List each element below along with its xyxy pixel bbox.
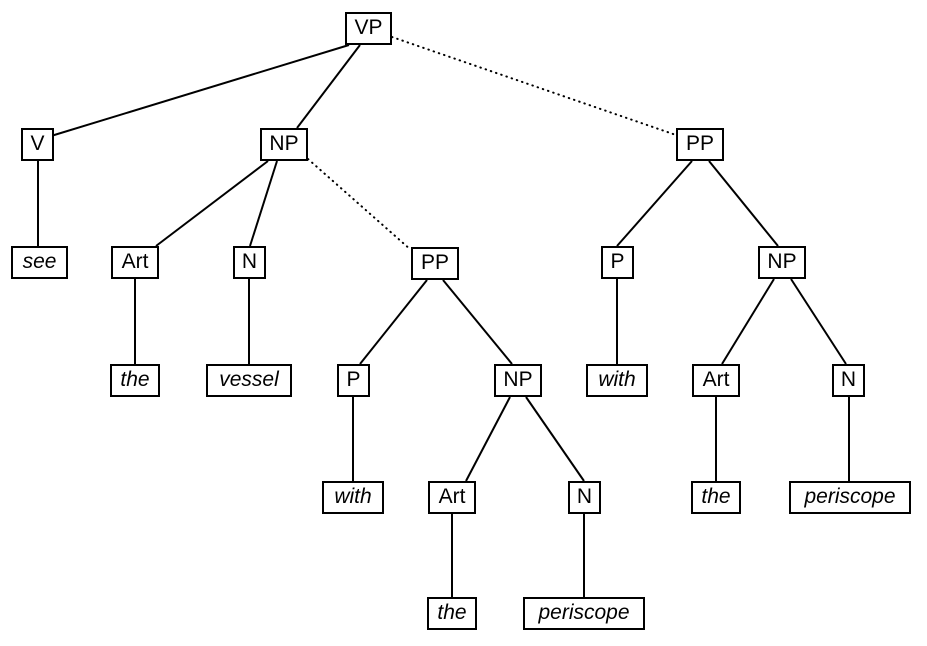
tree-edge-np_mid-to-n_m bbox=[525, 396, 585, 482]
tree-edge-pp_right-to-np_right bbox=[708, 160, 779, 247]
tree-node-np_mid[interactable]: NP bbox=[494, 364, 542, 397]
tree-edge-pp_right-to-p_right bbox=[616, 160, 693, 247]
tree-edge-np1-to-n1 bbox=[249, 160, 278, 247]
node-label-p_right: P bbox=[610, 250, 625, 273]
tree-leaf-the_m[interactable]: the bbox=[427, 597, 477, 630]
tree-edge-vp-to-pp_right bbox=[391, 36, 677, 136]
node-label-the1: the bbox=[120, 368, 150, 391]
node-label-see: see bbox=[22, 250, 57, 273]
tree-node-vp[interactable]: VP bbox=[345, 12, 392, 45]
node-label-art_m: Art bbox=[438, 485, 466, 508]
node-label-art_r: Art bbox=[702, 368, 730, 391]
node-label-the_m: the bbox=[437, 601, 467, 624]
tree-edge-np_mid-to-art_m bbox=[465, 396, 511, 482]
node-label-vp: VP bbox=[354, 16, 383, 39]
node-label-n_r: N bbox=[840, 368, 857, 391]
node-label-vessel: vessel bbox=[219, 368, 279, 391]
tree-leaf-with_r[interactable]: with bbox=[586, 364, 648, 397]
node-label-periscope_r: periscope bbox=[804, 485, 896, 508]
tree-node-n1[interactable]: N bbox=[233, 246, 266, 279]
tree-edge-np_right-to-art_r bbox=[721, 278, 775, 365]
tree-edge-np1-to-pp_mid bbox=[307, 158, 412, 251]
tree-leaf-see[interactable]: see bbox=[11, 246, 68, 279]
tree-edge-pp_mid-to-p_mid bbox=[359, 279, 428, 365]
tree-node-np_right[interactable]: NP bbox=[758, 246, 806, 279]
node-label-with_r: with bbox=[598, 368, 636, 391]
node-label-pp_right: PP bbox=[685, 132, 714, 155]
tree-edge-np1-to-art1 bbox=[155, 160, 269, 247]
node-label-pp_mid: PP bbox=[420, 251, 449, 274]
tree-node-pp_mid[interactable]: PP bbox=[411, 247, 459, 280]
tree-node-np1[interactable]: NP bbox=[260, 128, 308, 161]
tree-leaf-periscope_m[interactable]: periscope bbox=[523, 597, 645, 630]
node-label-np1: NP bbox=[269, 132, 299, 155]
tree-edge-np_right-to-n_r bbox=[790, 278, 847, 365]
node-label-p_mid: P bbox=[346, 368, 361, 391]
tree-node-art1[interactable]: Art bbox=[111, 246, 159, 279]
tree-edge-vp-to-np1 bbox=[296, 44, 361, 129]
node-label-art1: Art bbox=[121, 250, 149, 273]
tree-node-art_r[interactable]: Art bbox=[692, 364, 740, 397]
tree-node-n_r[interactable]: N bbox=[832, 364, 865, 397]
tree-leaf-with_m[interactable]: with bbox=[322, 481, 384, 514]
node-label-v: V bbox=[30, 132, 45, 155]
node-label-with_m: with bbox=[334, 485, 372, 508]
node-label-n1: N bbox=[241, 250, 258, 273]
tree-node-art_m[interactable]: Art bbox=[428, 481, 476, 514]
tree-leaf-the1[interactable]: the bbox=[110, 364, 160, 397]
node-label-the_r: the bbox=[701, 485, 731, 508]
tree-node-v[interactable]: V bbox=[21, 128, 54, 161]
tree-leaf-the_r[interactable]: the bbox=[691, 481, 741, 514]
node-label-np_right: NP bbox=[767, 250, 797, 273]
tree-leaf-vessel[interactable]: vessel bbox=[206, 364, 292, 397]
node-label-np_mid: NP bbox=[503, 368, 533, 391]
tree-node-p_right[interactable]: P bbox=[601, 246, 634, 279]
node-label-n_m: N bbox=[576, 485, 593, 508]
tree-node-n_m[interactable]: N bbox=[568, 481, 601, 514]
tree-node-pp_right[interactable]: PP bbox=[676, 128, 724, 161]
tree-leaf-periscope_r[interactable]: periscope bbox=[789, 481, 911, 514]
tree-node-p_mid[interactable]: P bbox=[337, 364, 370, 397]
tree-edge-vp-to-v bbox=[50, 44, 350, 137]
tree-edge-pp_mid-to-np_mid bbox=[442, 279, 513, 365]
node-label-periscope_m: periscope bbox=[538, 601, 630, 624]
